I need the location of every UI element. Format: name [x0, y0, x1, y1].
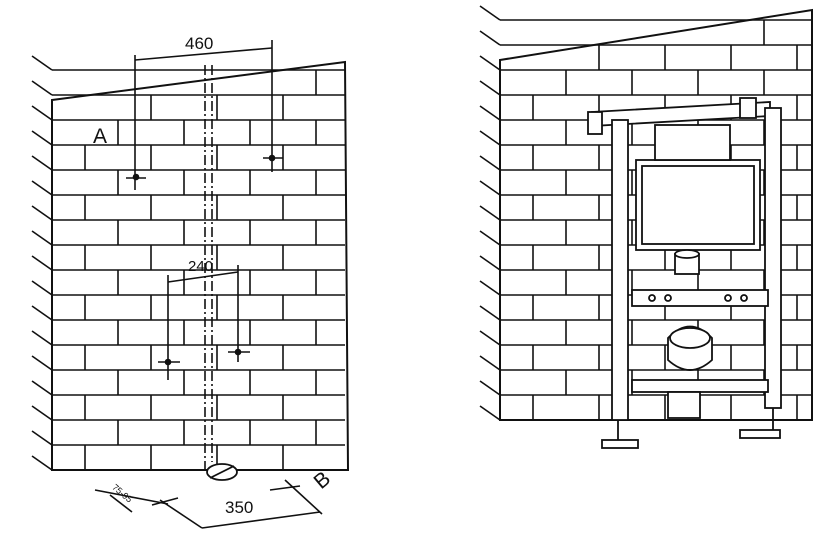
- brick-edge-tick: [479, 105, 501, 121]
- brick-edge-tick: [479, 30, 501, 46]
- brick-edge-tick: [31, 280, 53, 296]
- dimension-240-label: 240: [188, 258, 213, 275]
- brick-edge-tick: [31, 180, 53, 196]
- brick-edge-tick: [31, 380, 53, 396]
- left-wall-outline: [51, 60, 350, 471]
- brick-edge-tick: [31, 430, 53, 446]
- brick-edge-tick: [31, 255, 53, 271]
- brick-edge-tick: [479, 305, 501, 321]
- brick-edge-tick: [31, 130, 53, 146]
- right-wall-outline: [499, 8, 813, 421]
- brick-edge-tick: [479, 355, 501, 371]
- brick-edge-tick: [479, 230, 501, 246]
- brick-edge-tick: [479, 405, 501, 421]
- dimension-460: [126, 40, 283, 190]
- brick-edge-tick: [31, 305, 53, 321]
- brick-edge-tick: [31, 405, 53, 421]
- left-brick-wall: [31, 55, 345, 471]
- dimension-350-label: 350: [225, 498, 253, 517]
- brick-edge-tick: [31, 355, 53, 371]
- label-a: A: [93, 125, 107, 148]
- brick-edge-tick: [31, 455, 53, 471]
- brick-edge-tick: [31, 330, 53, 346]
- brick-edge-tick: [479, 180, 501, 196]
- brick-edge-tick: [31, 105, 53, 121]
- brick-edge-tick: [479, 130, 501, 146]
- brick-edge-tick: [479, 55, 501, 71]
- installation-frame: [587, 97, 782, 449]
- brick-edge-tick: [479, 155, 501, 171]
- brick-edge-tick: [479, 380, 501, 396]
- brick-edge-tick: [31, 230, 53, 246]
- brick-edge-tick: [31, 55, 53, 71]
- brick-edge-tick: [479, 255, 501, 271]
- dimension-350: [94, 479, 323, 529]
- brick-edge-tick: [479, 5, 501, 21]
- brick-edge-tick: [479, 205, 501, 221]
- dimension-240: [158, 265, 250, 380]
- brick-edge-tick: [31, 205, 53, 221]
- dimension-460-label: 460: [185, 34, 213, 53]
- brick-edge-tick: [31, 80, 53, 96]
- center-axis-line: [204, 65, 213, 470]
- brick-edge-tick: [479, 330, 501, 346]
- brick-edge-tick: [479, 280, 501, 296]
- floor-drain: [206, 463, 238, 481]
- brick-edge-tick: [479, 80, 501, 96]
- brick-edge-tick: [31, 155, 53, 171]
- label-b: B: [310, 467, 336, 494]
